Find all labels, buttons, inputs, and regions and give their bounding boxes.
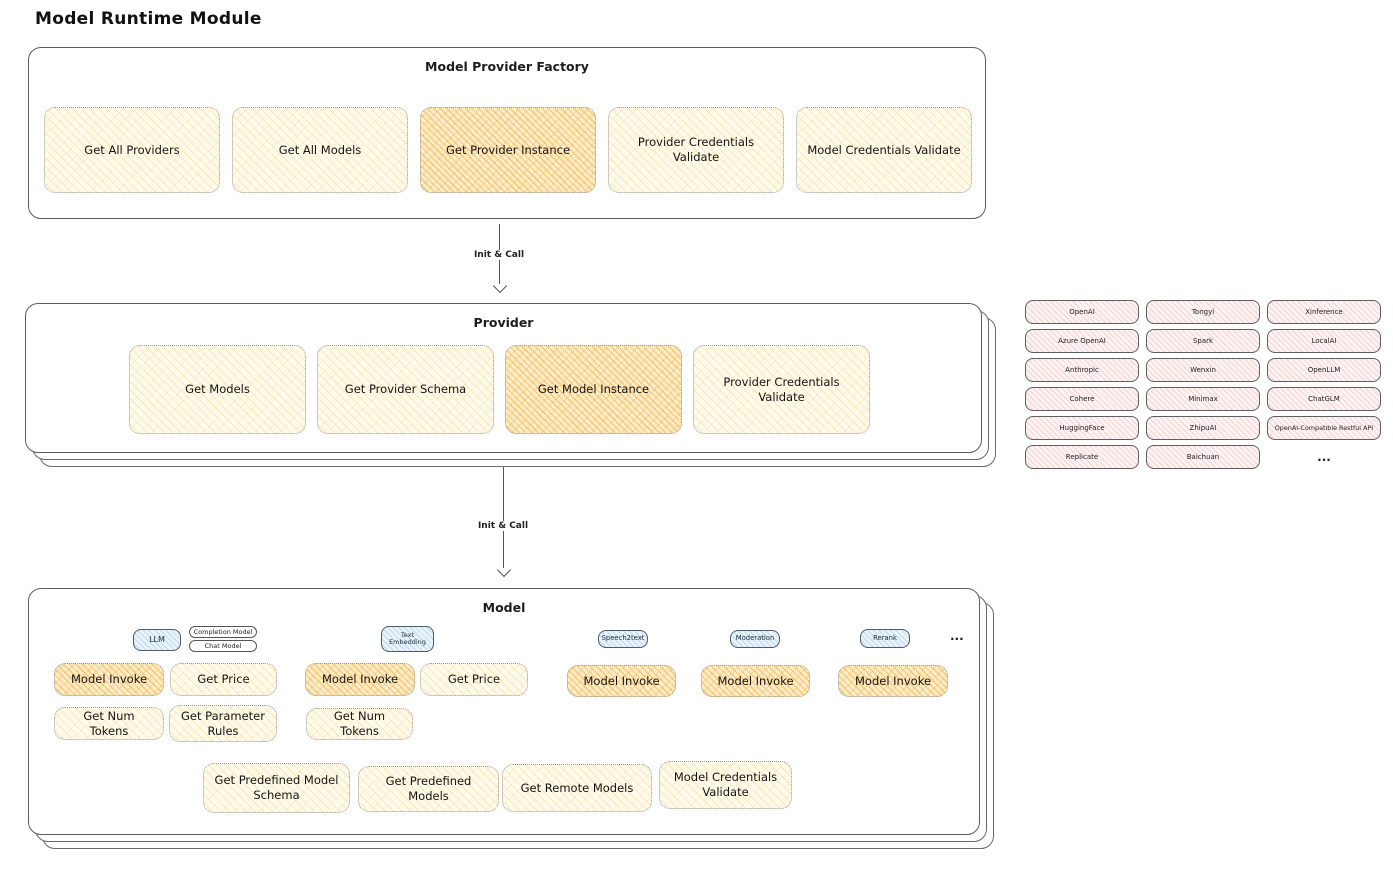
node-model-credentials-validate: Model Credentials Validate [796, 107, 972, 193]
node-te-get-price: Get Price [420, 663, 528, 696]
provider-pill-tongyi: Tongyi [1146, 300, 1260, 324]
provider-pill-wenxin: Wenxin [1146, 358, 1260, 382]
provider-pill-cohere: Cohere [1025, 387, 1139, 411]
page-title: Model Runtime Module [35, 9, 262, 29]
node-get-predefined-model-schema: Get Predefined Model Schema [203, 763, 350, 813]
provider-pill-zhipuai: ZhipuAI [1146, 416, 1260, 440]
node-get-provider-schema: Get Provider Schema [317, 345, 494, 434]
provider-pill-openai: OpenAI [1025, 300, 1139, 324]
tag-chat-model: Chat Model [189, 640, 257, 652]
model-types-more: ... [950, 629, 964, 643]
node-llm-get-num-tokens: Get Num Tokens [54, 707, 164, 740]
node-get-predefined-models: Get Predefined Models [358, 766, 499, 812]
provider-pill-replicate: Replicate [1025, 445, 1139, 469]
tag-llm: LLM [133, 629, 181, 651]
node-get-provider-instance: Get Provider Instance [420, 107, 596, 193]
node-te-model-invoke: Model Invoke [305, 663, 415, 696]
provider-pill-baichuan: Baichuan [1146, 445, 1260, 469]
node-provider-credentials-validate: Provider Credentials Validate [608, 107, 784, 193]
node-te-get-num-tokens: Get Num Tokens [306, 708, 413, 740]
arrow-down-icon [492, 278, 508, 294]
provider-pill-chatglm: ChatGLM [1267, 387, 1381, 411]
provider-title: Provider [473, 315, 534, 330]
provider-container: Provider Get Models Get Provider Schema … [25, 303, 982, 453]
tag-text-embedding: Text Embedding [381, 626, 434, 652]
node-get-model-instance: Get Model Instance [505, 345, 682, 434]
tag-moderation: Moderation [730, 630, 780, 648]
provider-pill-openai-compatible: OpenAI-Compatible Restful API [1267, 416, 1381, 440]
factory-container: Model Provider Factory Get All Providers… [28, 47, 986, 219]
provider-pill-anthropic: Anthropic [1025, 358, 1139, 382]
provider-list-more: ... [1317, 450, 1331, 464]
provider-pill-openllm: OpenLLM [1267, 358, 1381, 382]
arrow-provider-to-model [503, 467, 504, 568]
arrow-label-init-call-1: Init & Call [469, 250, 529, 260]
node-llm-get-parameter-rules: Get Parameter Rules [169, 705, 277, 742]
node-moderation-model-invoke: Model Invoke [701, 665, 810, 697]
node-llm-get-price: Get Price [170, 663, 277, 696]
model-title: Model [482, 600, 526, 615]
node-get-remote-models: Get Remote Models [502, 764, 652, 812]
provider-pill-azure-openai: Azure OpenAI [1025, 329, 1139, 353]
provider-pill-spark: Spark [1146, 329, 1260, 353]
provider-pill-xinference: Xinference [1267, 300, 1381, 324]
provider-list: OpenAI Tongyi Xinference Azure OpenAI Sp… [1025, 300, 1381, 469]
arrow-down-icon [496, 562, 512, 578]
provider-pill-minimax: Minimax [1146, 387, 1260, 411]
arrow-label-init-call-2: Init & Call [473, 521, 533, 531]
model-container: Model LLM Completion Model Chat Model Mo… [28, 588, 980, 835]
node-get-all-providers: Get All Providers [44, 107, 220, 193]
node-rerank-model-invoke: Model Invoke [838, 665, 948, 697]
node-model-credentials-validate-2: Model Credentials Validate [659, 761, 792, 809]
node-get-all-models: Get All Models [232, 107, 408, 193]
provider-pill-localai: LocalAI [1267, 329, 1381, 353]
node-get-models: Get Models [129, 345, 306, 434]
factory-title: Model Provider Factory [425, 59, 589, 74]
tag-rerank: Rerank [860, 629, 910, 648]
tag-speech2text: Speech2text [598, 630, 648, 648]
node-provider-credentials-validate-2: Provider Credentials Validate [693, 345, 870, 434]
node-s2t-model-invoke: Model Invoke [567, 665, 676, 697]
provider-pill-huggingface: HuggingFace [1025, 416, 1139, 440]
tag-completion-model: Completion Model [189, 626, 257, 638]
node-llm-model-invoke: Model Invoke [54, 663, 164, 696]
